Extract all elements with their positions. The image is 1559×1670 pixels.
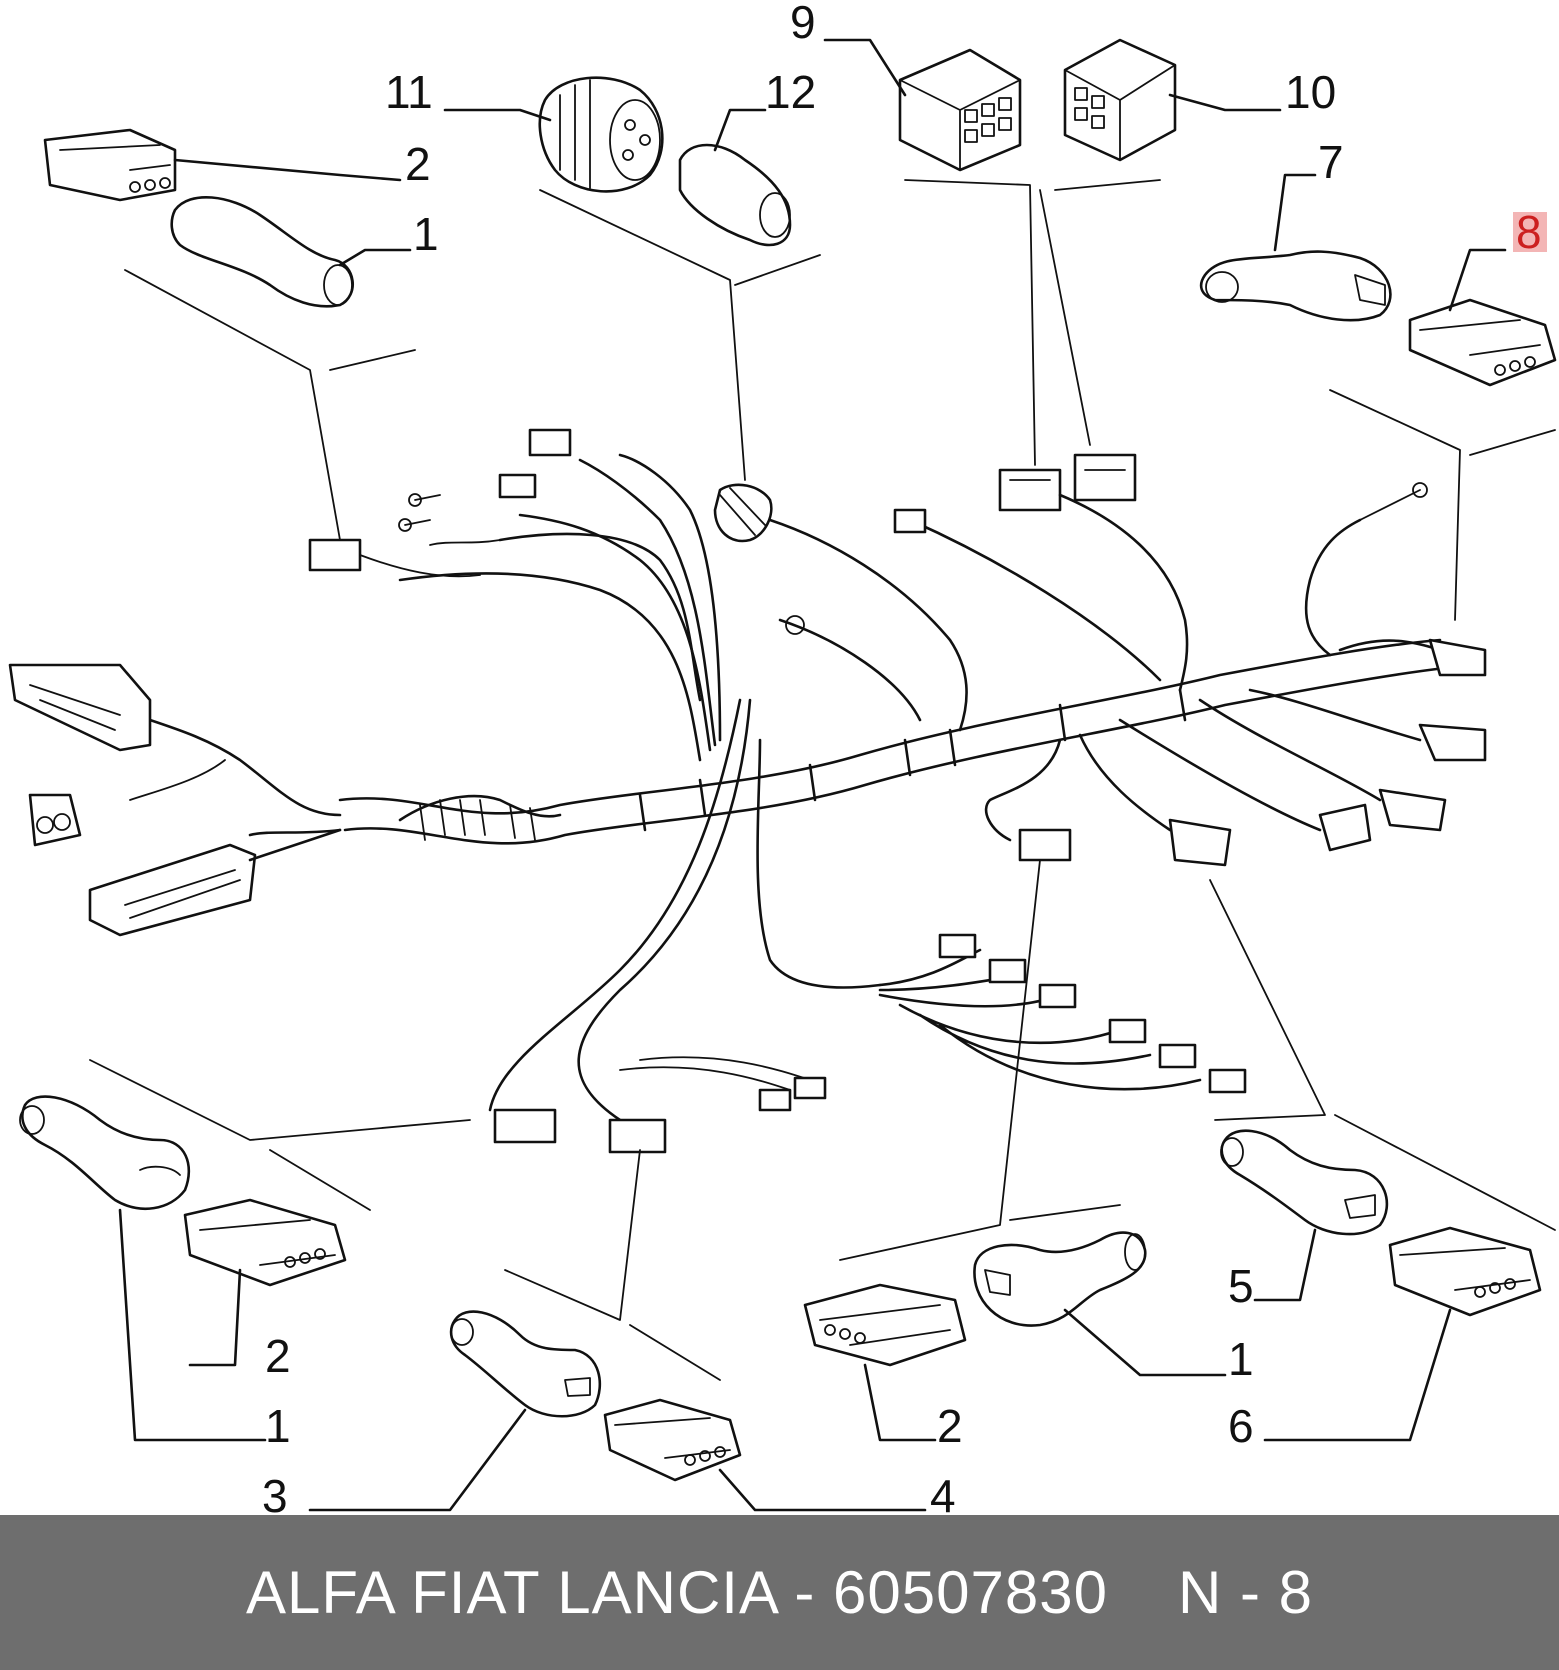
harness-round-connector: [713, 483, 968, 732]
part-connector-2-bottom-center: [803, 1283, 967, 1367]
parts-diagram: 9 11 12 10 2 1 7 8 2 1 3 4 2 1 5 6: [8, 0, 1557, 1515]
part-round-connector-11: [538, 76, 664, 193]
harness-center-top-connectors: [893, 453, 1189, 692]
part-connector-2-bottom-left: [183, 1198, 347, 1287]
part-boot-3: [449, 1310, 602, 1418]
callout-6: 6: [1228, 1400, 1254, 1452]
callout-1-top-left: 1: [413, 208, 439, 260]
part-connector-6: [1388, 1226, 1542, 1317]
part-connector-4: [603, 1398, 742, 1482]
callout-9: 9: [790, 0, 816, 48]
callout-leaders: [118, 38, 1507, 1512]
callout-7: 7: [1318, 136, 1344, 188]
part-connector-block-9: [898, 48, 1022, 172]
part-boot-1-bottom-center: [973, 1231, 1147, 1327]
callout-2-bottom-left: 2: [265, 1330, 291, 1382]
part-boot-1-top-left: [170, 195, 355, 308]
part-connector-2-top-left: [43, 128, 177, 202]
callout-8: 8: [1516, 206, 1542, 258]
harness-upper-left-branches: [308, 428, 722, 762]
guide-lines: [89, 179, 1556, 1381]
part-number-label: ALFA FIAT LANCIA - 60507830: [246, 1559, 1108, 1626]
harness-center-lower-branches: [488, 698, 1247, 1154]
part-boot-5: [1220, 1129, 1389, 1236]
callout-1-bottom-left: 1: [265, 1400, 291, 1452]
part-boot-7: [1199, 250, 1392, 322]
callout-5: 5: [1228, 1260, 1254, 1312]
part-connector-block-10: [1063, 38, 1177, 162]
callout-11: 11: [385, 66, 433, 118]
harness-right-branches: [1118, 482, 1487, 852]
callout-2-bottom-center: 2: [937, 1400, 963, 1452]
highlight-box-8: [1513, 212, 1547, 252]
callout-12: 12: [765, 66, 816, 118]
callout-10: 10: [1285, 66, 1336, 118]
callout-4: 4: [930, 1470, 956, 1515]
part-boot-1-bottom-left: [19, 1095, 191, 1211]
part-cap-12: [678, 143, 792, 247]
callout-labels: 9 11 12 10 2 1 7 8 2 1 3 4 2 1 5 6: [262, 0, 1542, 1515]
callout-3: 3: [262, 1470, 288, 1515]
harness-left-branches: [8, 663, 562, 937]
footer-text: ALFA FIAT LANCIA - 60507830 N - 8: [246, 1558, 1313, 1627]
part-connector-8: [1408, 298, 1557, 387]
callout-1-bottom-center: 1: [1228, 1333, 1254, 1385]
footer-banner: ALFA FIAT LANCIA - 60507830 N - 8: [0, 1515, 1559, 1670]
diagram-reference-label: N - 8: [1177, 1559, 1313, 1626]
callout-2-top-left: 2: [405, 138, 431, 190]
